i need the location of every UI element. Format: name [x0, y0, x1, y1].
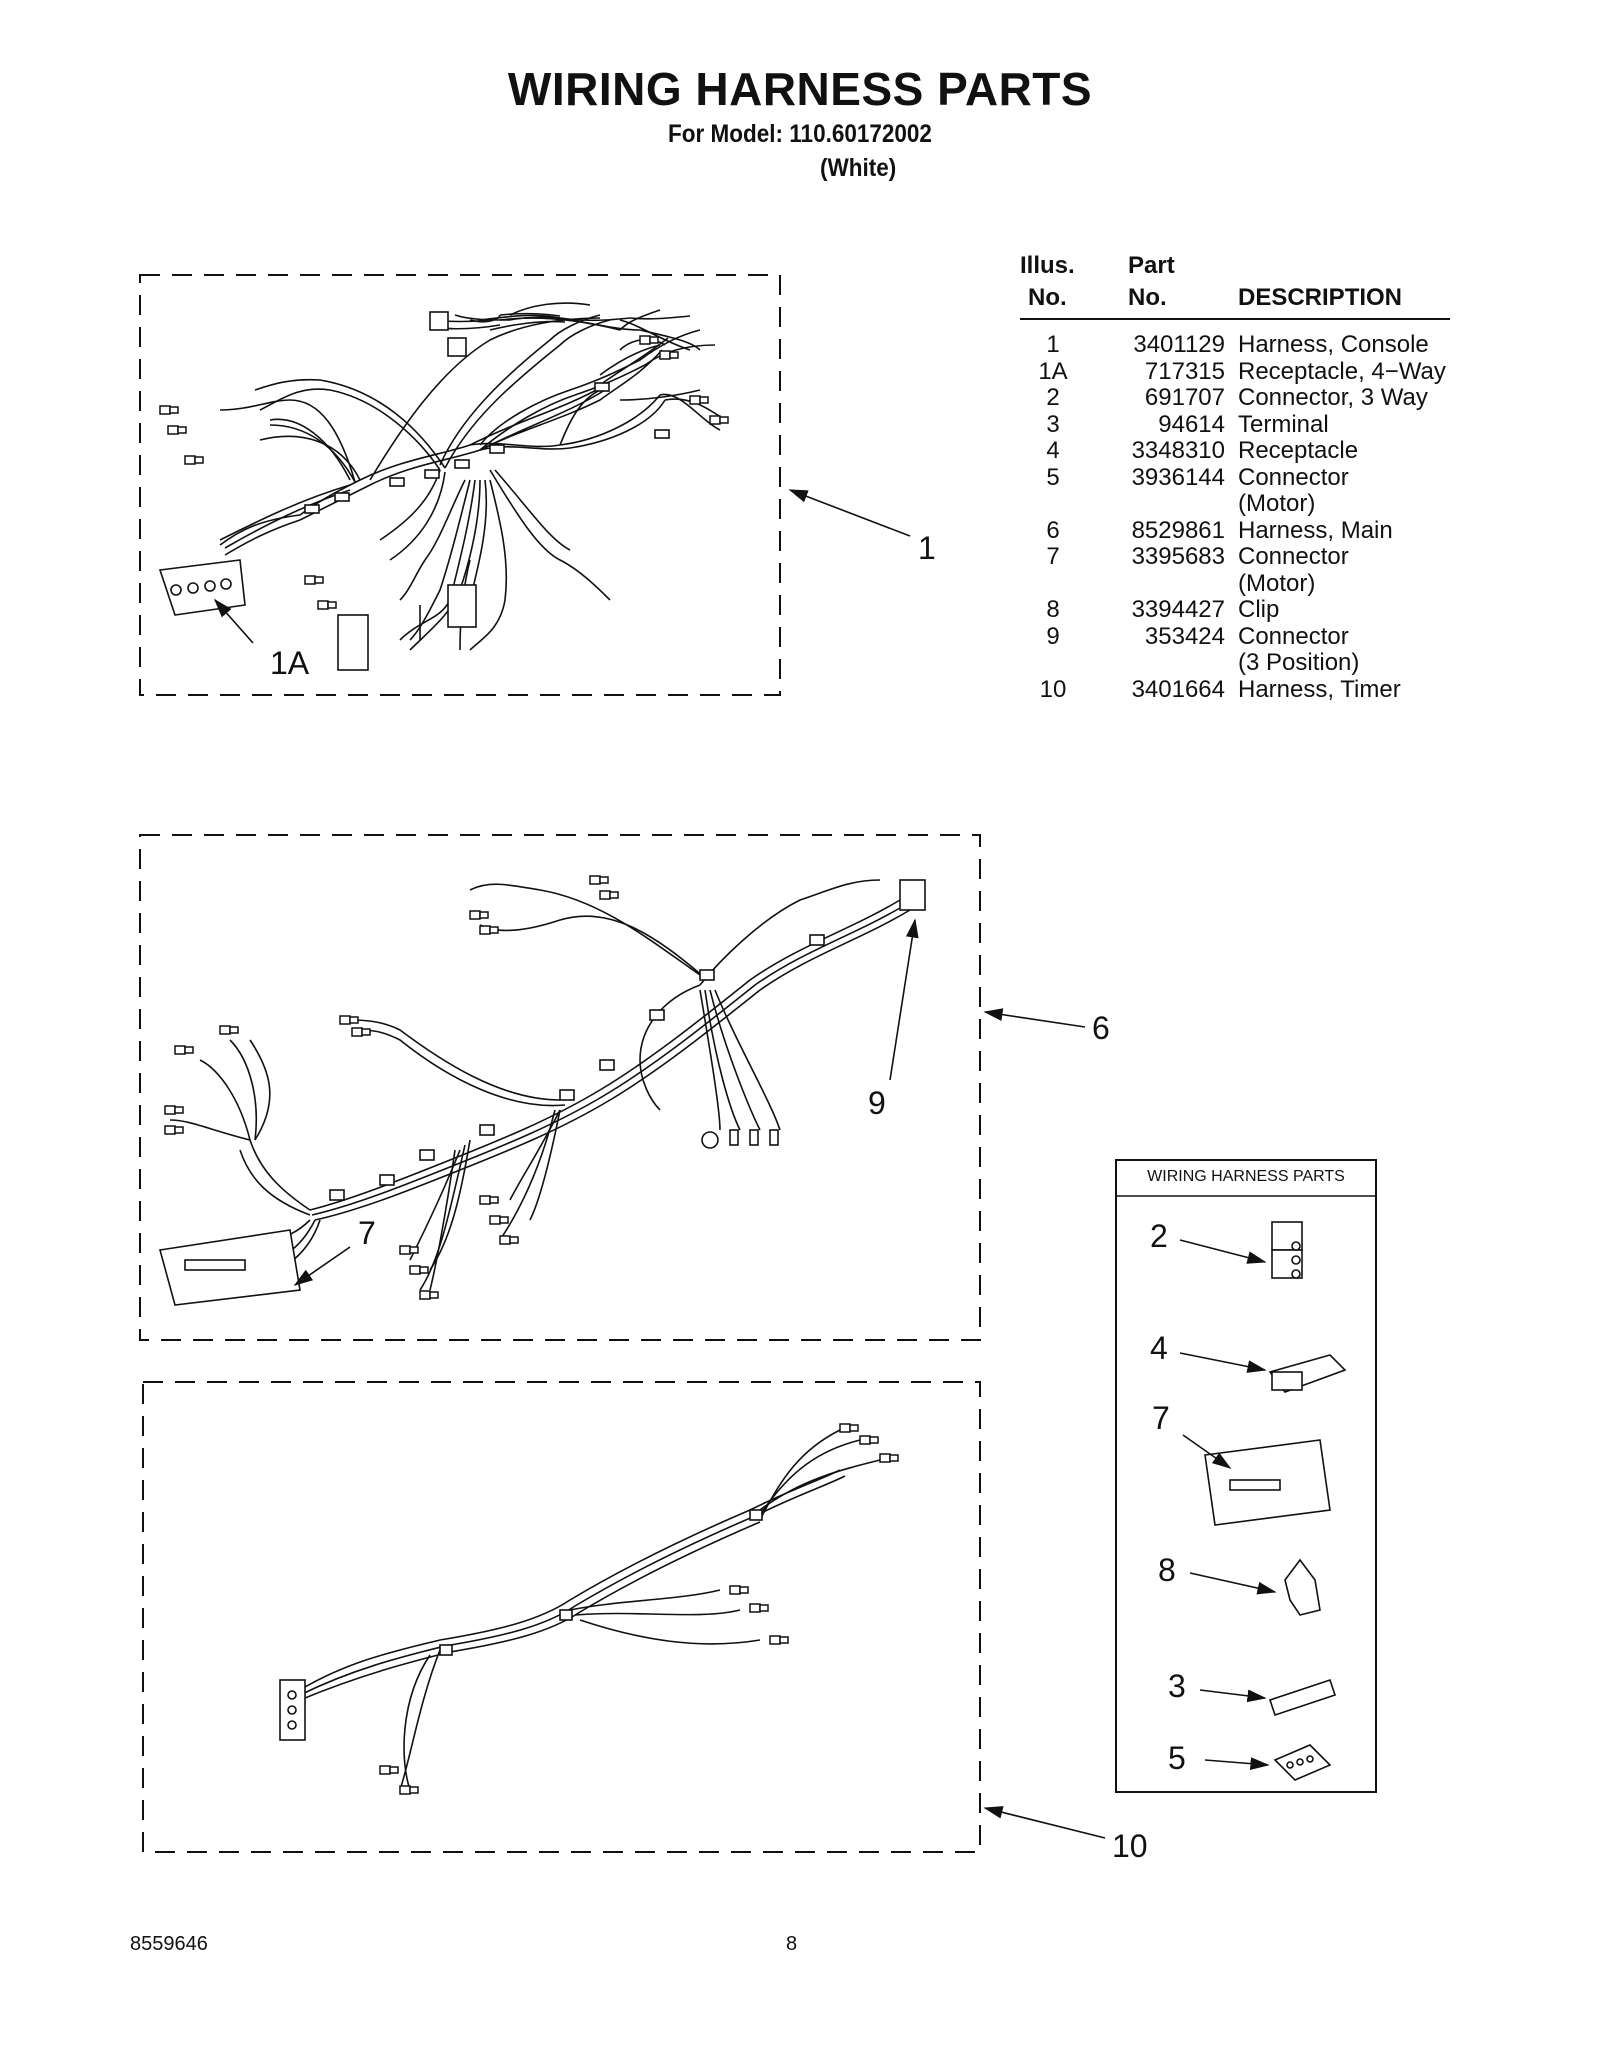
table-row: 5 3936144 Connector — [1020, 463, 1450, 492]
clip — [1284, 1558, 1321, 1616]
console-harness-illustration — [219, 302, 726, 651]
part-description: (Motor) — [1238, 490, 1316, 517]
illus-number: 5 — [1046, 463, 1060, 491]
part-number: 3395683 — [1131, 543, 1225, 570]
illus-number: 9 — [1046, 622, 1060, 650]
console-harness-parts — [158, 311, 729, 671]
table-row: (Motor) — [1020, 490, 1450, 518]
callout-7: 7 — [358, 1215, 376, 1251]
part-description: Harness, Main — [1238, 516, 1393, 544]
callout-1: 1 — [918, 530, 936, 566]
table-row: 8 3394427 Clip — [1020, 596, 1450, 624]
document-number: 8559646 — [130, 1933, 208, 1955]
part-description: Connector — [1238, 622, 1349, 650]
callout-arrows — [213, 489, 1277, 1839]
table-row: 1A 717315 Receptacle, 4−Way — [1020, 357, 1450, 386]
inset-parts — [1204, 1221, 1347, 1781]
table-row: 10 3401664 Harness, Timer — [1020, 675, 1450, 704]
main-harness-parts — [158, 875, 926, 1306]
timer-harness-box — [142, 1381, 981, 1853]
inset-callout-7: 7 — [1152, 1400, 1170, 1436]
main-harness-illustration — [169, 879, 911, 1291]
callout-6: 6 — [1092, 1010, 1110, 1046]
part-number: 94614 — [1158, 410, 1225, 438]
part-number: 3348310 — [1131, 437, 1225, 464]
illus-number: 10 — [1039, 675, 1067, 703]
part-description: Connector, 3 Way — [1238, 384, 1428, 411]
table-row: 9 353424 Connector — [1020, 622, 1450, 651]
illus-number: 1A — [1038, 357, 1068, 385]
inset-callout-3: 3 — [1168, 1668, 1186, 1704]
timer-harness-illustration — [299, 1429, 881, 1791]
inset-title: WIRING HARNESS PARTS — [1147, 1168, 1345, 1185]
part-description: Receptacle — [1238, 437, 1359, 464]
part-description: Terminal — [1238, 410, 1329, 438]
table-row: (3 Position) — [1020, 649, 1450, 677]
part-description: (Motor) — [1238, 569, 1316, 597]
model-line: For Model: 110.60172002 — [668, 120, 932, 148]
inset-callout-8: 8 — [1158, 1552, 1176, 1588]
part-number: 691707 — [1144, 384, 1225, 411]
illus-number: 3 — [1046, 410, 1060, 438]
inset-callout-2: 2 — [1150, 1218, 1168, 1254]
illus-number: 2 — [1046, 384, 1060, 411]
illus-number: 6 — [1046, 516, 1060, 544]
illus-number: 1 — [1046, 331, 1060, 358]
inset-box — [1115, 1159, 1377, 1793]
table-row: 3 94614 Terminal — [1020, 410, 1450, 439]
color-line: (White) — [820, 154, 897, 182]
table-row: 1 3401129 Harness, Console — [1020, 331, 1450, 359]
terminal — [1268, 1678, 1337, 1717]
header-illus-2: No. — [1028, 284, 1067, 311]
part-description: Connector — [1238, 463, 1349, 491]
inset-callout-4: 4 — [1150, 1330, 1168, 1366]
part-description: Receptacle, 4−Way — [1238, 357, 1446, 385]
table-row: 6 8529861 Harness, Main — [1020, 516, 1450, 545]
part-description: Harness, Console — [1238, 331, 1429, 358]
timer-harness-parts — [279, 1423, 899, 1795]
parts-table: Illus. No. Part No. DESCRIPTION 1 3401129… — [1020, 250, 1450, 703]
page-title: WIRING HARNESS PARTS — [507, 63, 1093, 115]
part-number: 3394427 — [1131, 596, 1225, 623]
header-part-2: No. — [1128, 284, 1167, 311]
part-number: 717315 — [1144, 357, 1225, 385]
callout-9: 9 — [868, 1085, 886, 1121]
callout-1a: 1A — [270, 645, 310, 681]
part-number: 353424 — [1144, 622, 1225, 650]
part-description: Clip — [1238, 596, 1280, 623]
table-row: (Motor) — [1020, 569, 1450, 598]
part-number: 3401664 — [1131, 675, 1225, 703]
parts-table-header: Illus. No. Part No. DESCRIPTION — [1020, 250, 1450, 320]
header-illus-1: Illus. — [1020, 252, 1075, 279]
main-harness-box — [139, 834, 981, 1341]
inset-callout-5: 5 — [1168, 1740, 1186, 1776]
part-description: Harness, Timer — [1238, 675, 1401, 703]
illus-number: 8 — [1046, 596, 1060, 623]
part-description: Connector — [1238, 543, 1349, 570]
table-row: 7 3395683 Connector — [1020, 543, 1450, 571]
part-description: (3 Position) — [1238, 649, 1360, 676]
header-description: DESCRIPTION — [1238, 284, 1403, 311]
callout-10: 10 — [1112, 1828, 1148, 1864]
illus-number: 7 — [1046, 543, 1060, 570]
table-row: 2 691707 Connector, 3 Way — [1020, 384, 1450, 412]
part-number: 8529861 — [1131, 516, 1225, 544]
illus-number: 4 — [1046, 437, 1060, 464]
part-number: 3401129 — [1133, 331, 1225, 358]
console-harness-box — [139, 274, 781, 696]
header-part-1: Part — [1128, 252, 1175, 279]
table-row: 4 3348310 Receptacle — [1020, 437, 1450, 465]
part-number: 3936144 — [1131, 463, 1225, 491]
page-number: 8 — [786, 1933, 798, 1955]
